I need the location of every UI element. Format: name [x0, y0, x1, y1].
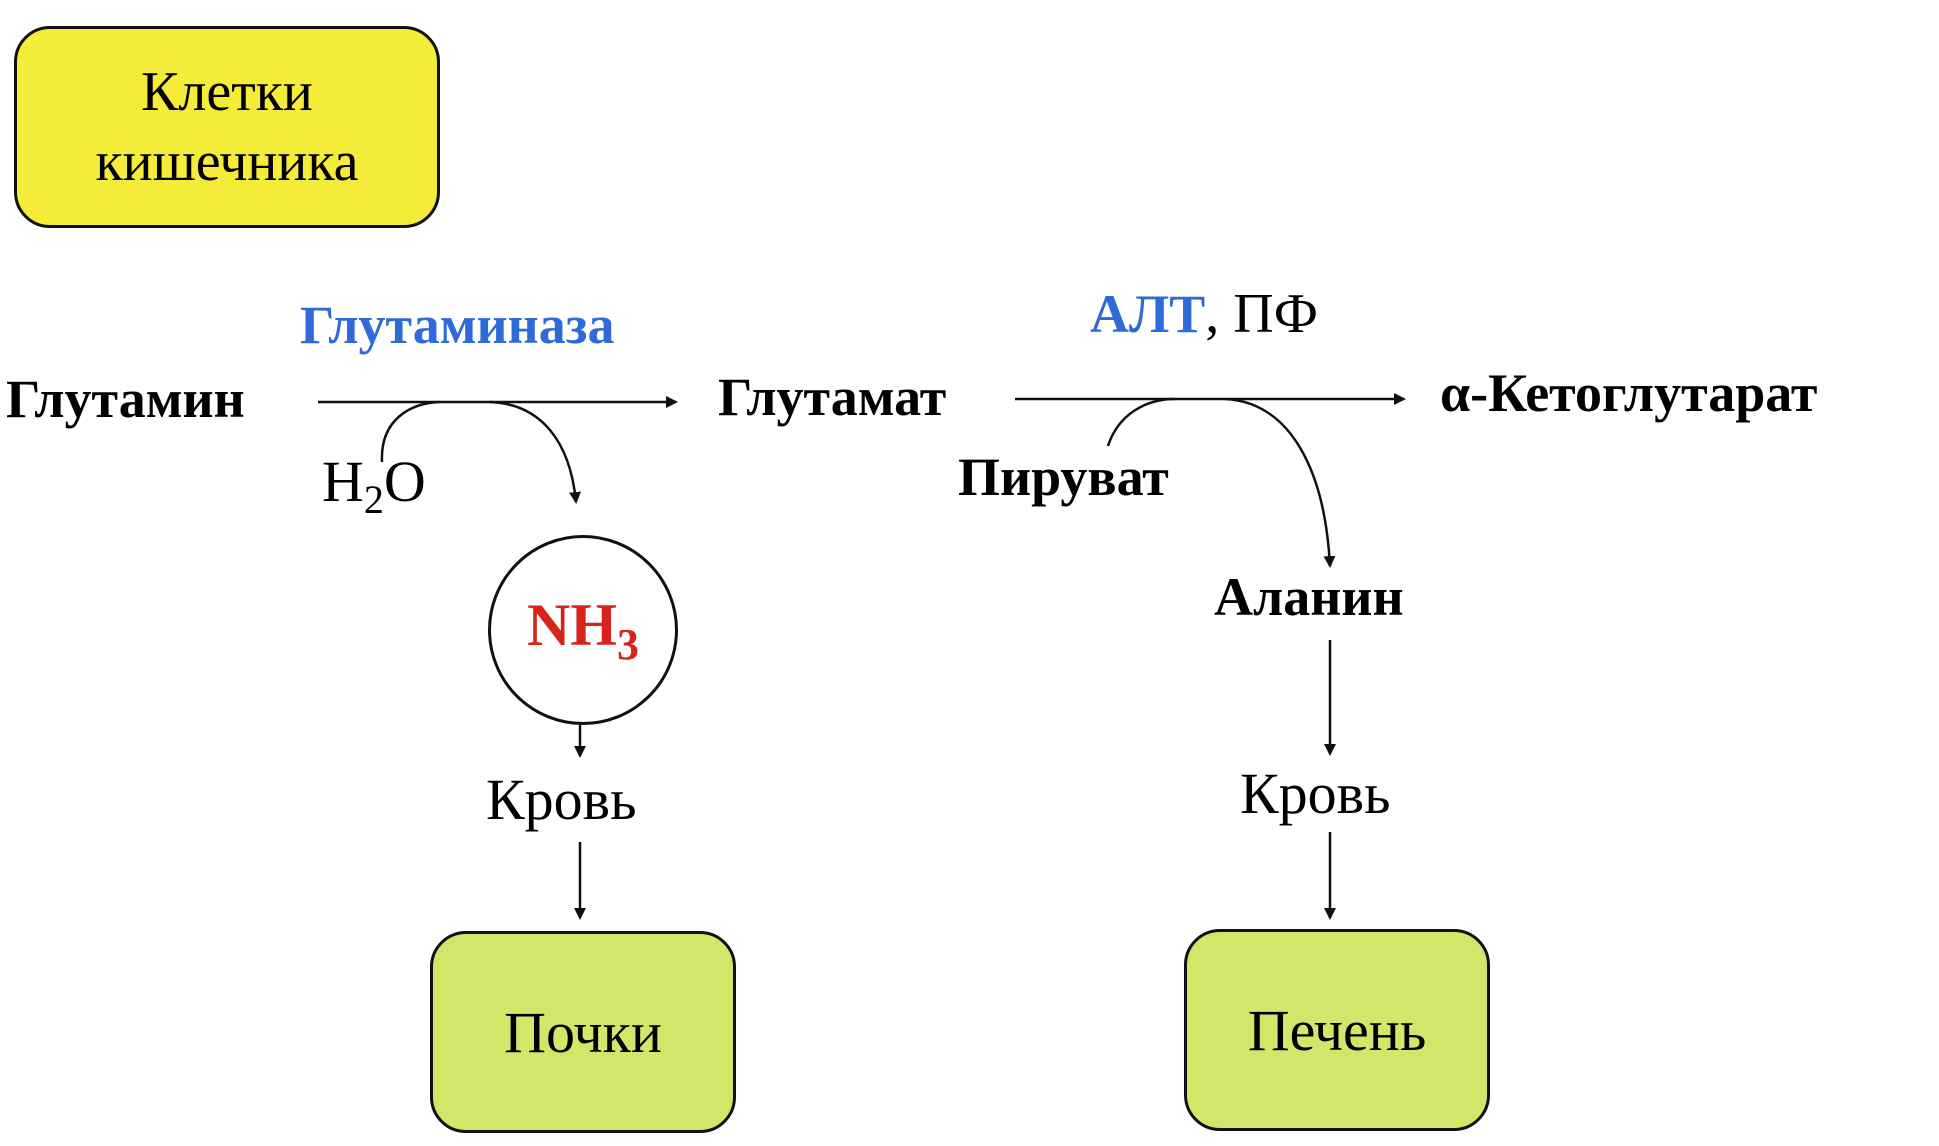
pf-cofactor-label: , ПФ: [1205, 283, 1318, 345]
title-line2: кишечника: [95, 131, 359, 193]
alt-enzyme-label: АЛТ, ПФ: [1090, 283, 1318, 345]
liver-label: Печень: [1247, 997, 1427, 1063]
ammonia-label: NH3: [527, 591, 639, 669]
blood-label-right: Кровь: [1240, 761, 1391, 826]
arrow-water-in: [380, 400, 441, 463]
arrow-pyruvate-in: [1106, 397, 1176, 447]
title-box: Клетки кишечника: [14, 26, 440, 228]
kidneys-label: Почки: [504, 999, 662, 1065]
ammonia-circle: NH3: [488, 535, 678, 725]
glutamine-label: Глутамин: [6, 369, 245, 429]
arrow-alanine-out: [1224, 397, 1336, 568]
ketoglutarate-label: α-Кетоглутарат: [1440, 363, 1818, 423]
blood-label-left: Кровь: [486, 767, 637, 832]
glutamate-label: Глутамат: [718, 367, 947, 427]
liver-box: Печень: [1184, 929, 1490, 1131]
kidneys-box: Почки: [430, 931, 736, 1133]
alanine-label: Аланин: [1214, 567, 1404, 627]
arrow-ammonia-out: [489, 400, 582, 504]
title-line1: Клетки: [141, 61, 313, 123]
glutaminase-label: Глутаминаза: [300, 295, 615, 355]
water-label: H2O: [322, 449, 426, 522]
pyruvate-label: Пируват: [958, 447, 1169, 507]
